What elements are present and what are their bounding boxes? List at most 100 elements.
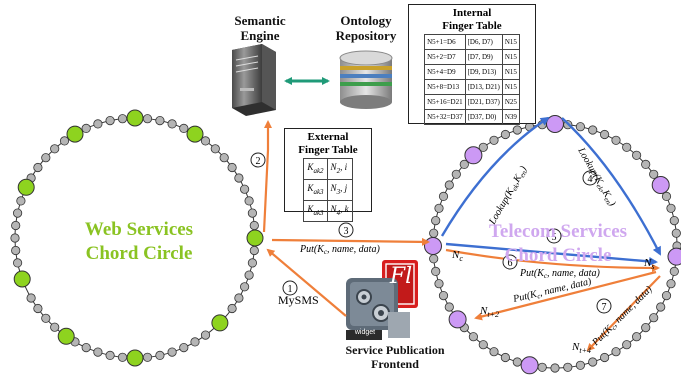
telecom-ring-dot [611,347,621,357]
telecom-ring-dot [649,169,659,179]
telecom-ring-dot [656,302,666,312]
internal-table-cell: [D21, D37) [464,94,503,111]
web-ring-dot [227,162,237,173]
web-circle-line1: Web Services [84,219,194,240]
web-ring-dot [10,233,20,243]
web-ring-dot [155,116,165,126]
web-ring-dot [249,220,259,231]
telecom-ring-dot [641,322,651,333]
web-ring-dot [41,313,51,323]
telecom-ring-dot [500,129,510,140]
internal-table-row: N5+32=D37[D37, D0)N39 [424,109,520,126]
step-s6-circle [502,254,518,270]
internal-table-cell: [D9, D13) [464,64,503,81]
web-peer-node [126,109,144,127]
telecom-ring-dot [599,129,610,140]
web-ring-dot [240,184,250,194]
web-ring-dot [247,258,257,268]
web-ring-dot [11,220,21,231]
web-peer-node [13,270,31,288]
telecom-ring-dot [631,332,642,342]
telecom-peer-node [651,176,670,194]
web-peer-node [186,125,204,143]
telecom-ring-dot [599,352,610,363]
external-table-cell: N3, j [326,179,353,201]
web-ring-dot [219,153,229,163]
widget-icon [346,260,418,340]
arrow-mysms [266,248,347,317]
external-table-cell: N4, k [326,199,353,222]
telecom-ring-dot [641,159,651,169]
internal-table-cell: N5+16=D21 [424,94,466,111]
web-ring-dot [167,347,177,357]
internal-table-cell: [D6, D7) [464,34,503,51]
web-peer-node [66,125,84,143]
internal-table-cell: N5+32=D37 [424,109,466,126]
label-mysms: MySMS [278,293,319,307]
web-ring-dot [227,303,237,314]
web-ring-dot [240,282,250,292]
step-s5-circle [546,228,562,244]
web-ring-dot [81,342,91,353]
step-s7-circle [596,298,612,314]
web-ring-dot [13,208,23,218]
step-s3-number: 3 [344,226,349,237]
label-put-6: Put(Kc, name, data) [519,268,600,280]
telecom-ring-dot [588,125,598,135]
internal-table-cell: [D13, D21) [464,79,503,96]
external-table-cell: Kak3 [303,199,328,222]
telecom-ring-dot [434,203,444,213]
web-ring-dot [179,123,189,133]
ontology-repository-line1: Ontology [340,13,392,28]
web-ring-dot [13,258,23,268]
semantic-engine-line1: Semantic [234,13,286,28]
web-ring-dot [33,303,43,314]
external-table-cell: N2, i [326,158,353,181]
web-circle-label: Web Services Chord Circle [64,218,214,266]
web-ring-dot [167,119,177,129]
step-s1-number: 1 [288,284,293,295]
telecom-ring-dot [478,340,488,350]
arrow-put-nt2 [474,270,657,321]
web-ring-dot [33,162,43,173]
telecom-ring-dot [444,302,454,312]
internal-table-row: N5+1=D6[D6, D7)N15 [424,34,520,51]
node-label-nc: Nc [451,249,463,263]
telecom-ring-dot [438,191,449,201]
node-label-ns: Ns [643,257,654,271]
telecom-ring-dot [550,363,560,373]
web-peer-node [246,229,264,247]
step-s3-circle [338,222,354,238]
web-ring-dot [200,136,211,146]
internal-table-row: N5+8=D13[D13, D21)N15 [424,79,520,96]
web-ring-dot [50,322,60,332]
telecom-ring-dot [444,180,454,190]
widget-caption: widget [354,329,376,336]
internal-table-cell: N15 [501,79,520,96]
telecom-ring-dot [611,135,621,145]
telecom-ring-dot [622,142,632,152]
web-ring-dot [117,114,128,124]
web-ring-dot [179,342,189,353]
telecom-circle-line2: Chord Circle [504,244,612,266]
flash-glyph: Fl [389,264,413,289]
frontend-line1: Service Publication [345,343,445,357]
step-s2-number: 2 [256,156,261,167]
telecom-ring-dot [669,266,679,276]
telecom-ring-dot [563,362,573,372]
frontend-line2: Frontend [371,356,419,371]
web-ring-dot [200,330,211,340]
telecom-peer-node [464,146,483,165]
external-finger-table-title1: External [307,131,349,143]
step-s7-number: 7 [602,302,607,313]
telecom-ring-dot [489,135,499,145]
web-circle-line2: Chord Circle [85,242,193,264]
telecom-ring-dot [661,191,672,201]
arrows-layer [262,116,662,352]
web-peer-node [126,349,144,367]
telecom-ring-dot [622,340,632,350]
